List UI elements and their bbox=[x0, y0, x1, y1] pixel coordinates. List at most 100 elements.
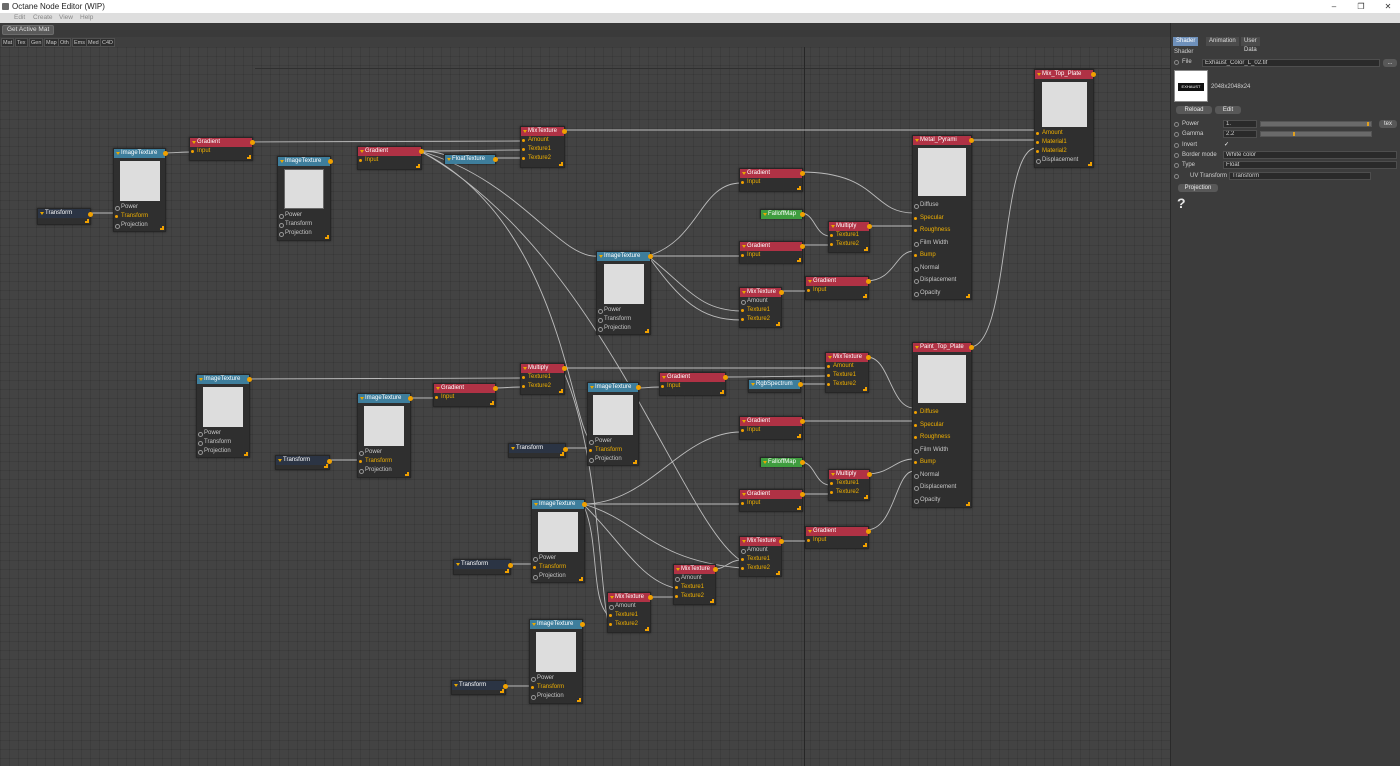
gradient-node[interactable]: Gradient Input bbox=[433, 383, 498, 407]
input-texture2[interactable]: Texture2 bbox=[608, 620, 650, 629]
tab-gen[interactable]: Gen bbox=[29, 38, 44, 47]
input-transform[interactable]: Transform bbox=[530, 683, 582, 692]
resize-grip-icon[interactable] bbox=[645, 329, 649, 333]
input-texture2[interactable]: Texture2 bbox=[829, 240, 869, 249]
input-projection[interactable]: Projection bbox=[197, 447, 249, 456]
input-input[interactable]: Input bbox=[358, 156, 421, 165]
resize-grip-icon[interactable] bbox=[645, 627, 649, 631]
output-pin[interactable] bbox=[493, 157, 498, 162]
input-texture1[interactable]: Texture1 bbox=[826, 371, 868, 380]
output-pin[interactable] bbox=[247, 377, 252, 382]
mix-texture-node[interactable]: MixTexture Amount Texture1 Texture2 bbox=[520, 126, 567, 168]
input-normal[interactable]: Normal bbox=[913, 264, 971, 277]
resize-grip-icon[interactable] bbox=[505, 569, 509, 573]
material-node-paint[interactable]: Paint_Top_Plate Diffuse Specular Roughne… bbox=[912, 342, 974, 508]
close-button[interactable]: ✕ bbox=[1384, 2, 1392, 11]
input-film-width[interactable]: Film Width bbox=[913, 239, 971, 252]
input-texture1[interactable]: Texture1 bbox=[740, 555, 781, 564]
resize-grip-icon[interactable] bbox=[797, 186, 801, 190]
resize-grip-icon[interactable] bbox=[797, 506, 801, 510]
output-pin[interactable] bbox=[866, 355, 871, 360]
image-texture-node[interactable]: ImageTexture Power Transform Projection bbox=[529, 619, 585, 704]
mix-material-node[interactable]: Mix_Top_Plate Amount Material1 Material2… bbox=[1034, 69, 1096, 168]
invert-radio[interactable] bbox=[1174, 143, 1179, 148]
resize-grip-icon[interactable] bbox=[966, 502, 970, 506]
maximize-button[interactable]: ❐ bbox=[1357, 2, 1365, 11]
resize-grip-icon[interactable] bbox=[85, 219, 89, 223]
image-texture-node[interactable]: ImageTexture Power Transform Projection bbox=[113, 148, 168, 232]
browse-button[interactable]: ... bbox=[1383, 59, 1397, 67]
menu-edit[interactable]: Edit bbox=[14, 14, 26, 21]
menu-view[interactable]: View bbox=[59, 14, 73, 21]
input-transform[interactable]: Transform bbox=[197, 438, 249, 447]
input-film-width[interactable]: Film Width bbox=[913, 446, 971, 459]
resize-grip-icon[interactable] bbox=[863, 294, 867, 298]
border-mode-radio[interactable] bbox=[1174, 153, 1179, 158]
transform-node[interactable]: Transform bbox=[451, 680, 508, 695]
type-select[interactable]: Float bbox=[1223, 161, 1397, 169]
output-pin[interactable] bbox=[508, 563, 513, 568]
output-pin[interactable] bbox=[562, 366, 567, 371]
resize-grip-icon[interactable] bbox=[416, 164, 420, 168]
input-amount[interactable]: Amount bbox=[608, 602, 650, 611]
resize-grip-icon[interactable] bbox=[797, 434, 801, 438]
input-projection[interactable]: Projection bbox=[278, 229, 330, 238]
power-radio[interactable] bbox=[1174, 122, 1179, 127]
falloff-map-node[interactable]: FalloffMap bbox=[760, 209, 805, 219]
output-pin[interactable] bbox=[582, 502, 587, 507]
input-projection[interactable]: Projection bbox=[358, 466, 410, 475]
input-amount[interactable]: Amount bbox=[521, 136, 564, 145]
gradient-node[interactable]: Gradient Input bbox=[357, 146, 424, 170]
image-texture-node[interactable]: ImageTexture Power Transform Projection bbox=[531, 499, 587, 583]
output-pin[interactable] bbox=[327, 459, 332, 464]
input-power[interactable]: Power bbox=[588, 437, 638, 446]
input-texture2[interactable]: Texture2 bbox=[826, 380, 868, 389]
transform-node[interactable]: Transform bbox=[275, 455, 332, 470]
input-input[interactable]: Input bbox=[660, 382, 725, 391]
gradient-node[interactable]: Gradient Input bbox=[739, 168, 805, 192]
gradient-node[interactable]: Gradient Input bbox=[805, 276, 871, 300]
input-roughness[interactable]: Roughness bbox=[913, 226, 971, 239]
output-pin[interactable] bbox=[493, 386, 498, 391]
image-texture-node[interactable]: ImageTexture Power Transform Projection bbox=[596, 251, 653, 335]
input-normal[interactable]: Normal bbox=[913, 471, 971, 484]
tab-mat[interactable]: Mat bbox=[1, 38, 15, 47]
output-pin[interactable] bbox=[648, 595, 653, 600]
resize-grip-icon[interactable] bbox=[720, 390, 724, 394]
gradient-node[interactable]: Gradient Input bbox=[739, 241, 805, 264]
input-roughness[interactable]: Roughness bbox=[913, 433, 971, 446]
input-transform[interactable]: Transform bbox=[358, 457, 410, 466]
input-bump[interactable]: Bump bbox=[913, 458, 971, 471]
resize-grip-icon[interactable] bbox=[579, 577, 583, 581]
resize-grip-icon[interactable] bbox=[710, 599, 714, 603]
multiply-node[interactable]: Multiply Texture1 Texture2 bbox=[828, 469, 872, 501]
tab-oth[interactable]: Oth bbox=[58, 38, 71, 47]
tab-tex[interactable]: Tex bbox=[15, 38, 28, 47]
input-bump[interactable]: Bump bbox=[913, 251, 971, 264]
input-displacement[interactable]: Displacement bbox=[1035, 156, 1093, 165]
uv-transform-radio[interactable] bbox=[1174, 174, 1179, 179]
input-power[interactable]: Power bbox=[358, 448, 410, 457]
input-transform[interactable]: Transform bbox=[588, 446, 638, 455]
output-pin[interactable] bbox=[580, 622, 585, 627]
input-texture1[interactable]: Texture1 bbox=[608, 611, 650, 620]
type-radio[interactable] bbox=[1174, 163, 1179, 168]
minimize-button[interactable]: – bbox=[1331, 2, 1337, 11]
slider-knob[interactable] bbox=[1366, 122, 1369, 126]
power-field[interactable]: 1. bbox=[1223, 120, 1257, 128]
input-input[interactable]: Input bbox=[434, 393, 495, 402]
output-pin[interactable] bbox=[250, 140, 255, 145]
image-texture-node[interactable]: ImageTexture Power Transform Projection bbox=[196, 374, 252, 458]
input-power[interactable]: Power bbox=[197, 429, 249, 438]
input-material2[interactable]: Material2 bbox=[1035, 147, 1093, 156]
resize-grip-icon[interactable] bbox=[247, 155, 251, 159]
float-texture-node[interactable]: FloatTexture bbox=[444, 154, 498, 164]
input-power[interactable]: Power bbox=[532, 554, 584, 563]
resize-grip-icon[interactable] bbox=[577, 698, 581, 702]
menu-help[interactable]: Help bbox=[80, 14, 94, 21]
input-displacement[interactable]: Displacement bbox=[913, 483, 971, 496]
output-pin[interactable] bbox=[713, 567, 718, 572]
input-texture1[interactable]: Texture1 bbox=[521, 145, 564, 154]
input-input[interactable]: Input bbox=[190, 147, 252, 156]
resize-grip-icon[interactable] bbox=[966, 294, 970, 298]
